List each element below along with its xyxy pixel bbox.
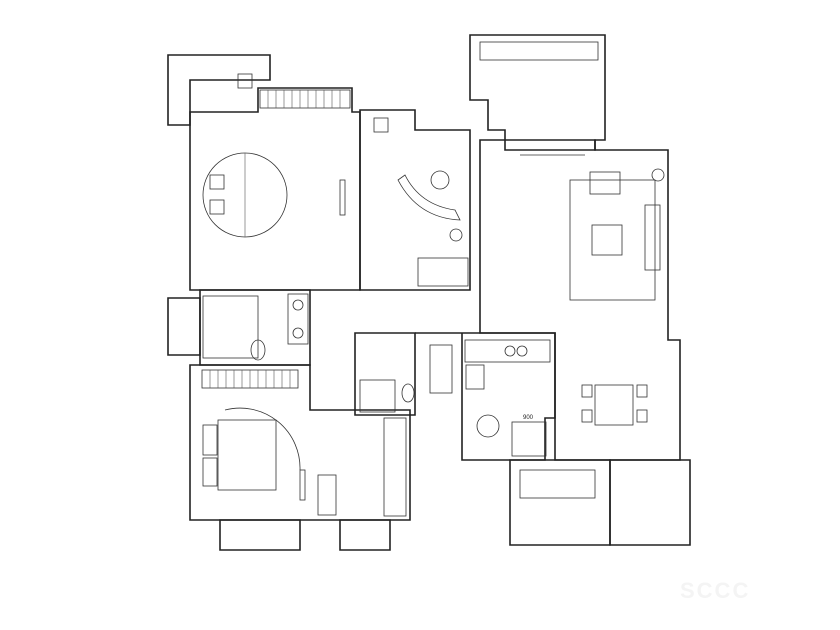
kitchen-chair	[476, 414, 500, 438]
toilet-2	[401, 383, 415, 403]
stove-burner-2	[516, 345, 528, 357]
vanity-2	[429, 344, 453, 394]
dining-chair-2	[581, 409, 593, 423]
wardrobe-bedroom-2-hangers	[209, 370, 291, 388]
living-plant	[651, 168, 665, 182]
fridge-dimension: 900	[523, 415, 534, 421]
study-window-bay	[417, 257, 469, 287]
wardrobe-master	[259, 89, 351, 109]
pillow-2	[209, 199, 225, 215]
dining-chair-3	[636, 384, 648, 398]
furniture: 900	[202, 73, 665, 516]
stove-burner-1	[504, 345, 516, 357]
kitchen	[455, 332, 556, 461]
armchair-living	[589, 171, 621, 195]
fridge	[511, 421, 547, 457]
balcony-right	[609, 459, 691, 546]
chair-study-balcony	[373, 117, 389, 133]
bed-bedroom-2	[217, 419, 277, 491]
wardrobe-master-hangers	[267, 90, 341, 108]
wardrobe-side	[383, 417, 407, 517]
dining-chair-1	[581, 384, 593, 398]
study-chair	[430, 170, 450, 190]
living-rug	[569, 179, 656, 301]
watermark: SCCC	[680, 578, 751, 603]
study	[359, 109, 471, 291]
walls	[167, 34, 691, 551]
bathtub	[202, 295, 259, 359]
nightstand-2	[202, 457, 218, 487]
tv-bedroom-2	[299, 469, 306, 501]
nightstand-1	[202, 424, 218, 456]
kitchen-counter	[464, 339, 551, 363]
wardrobes	[201, 41, 599, 517]
bathroom-1-window	[167, 297, 201, 356]
toilet-1	[250, 339, 266, 361]
coffee-table	[591, 224, 623, 256]
armchair-top-left	[237, 73, 253, 89]
study-plant	[449, 228, 463, 242]
bed-bedroom-3	[519, 469, 596, 499]
kitchen-sink	[465, 364, 485, 390]
balcony-top-left	[167, 54, 271, 126]
sofa	[644, 204, 661, 271]
balcony-bottom-1	[219, 519, 301, 551]
round-rug-bedroom-2	[224, 407, 301, 471]
top-balcony-planter	[479, 41, 599, 61]
study-desk	[397, 174, 461, 221]
bathroom-2	[354, 332, 416, 416]
shower-2	[359, 379, 396, 413]
tv-master	[339, 179, 346, 216]
dining-chair-4	[636, 409, 648, 423]
bathroom-1	[199, 289, 311, 366]
balcony-bottom-2	[339, 519, 391, 551]
sink-1	[292, 299, 304, 311]
bedroom-2	[189, 364, 411, 521]
bedroom-2-cabinet	[317, 474, 337, 516]
dining-table	[594, 384, 634, 426]
top-balcony	[469, 34, 606, 151]
pillow-1	[209, 174, 225, 190]
vanity-1	[287, 293, 309, 345]
sink-2	[292, 327, 304, 339]
